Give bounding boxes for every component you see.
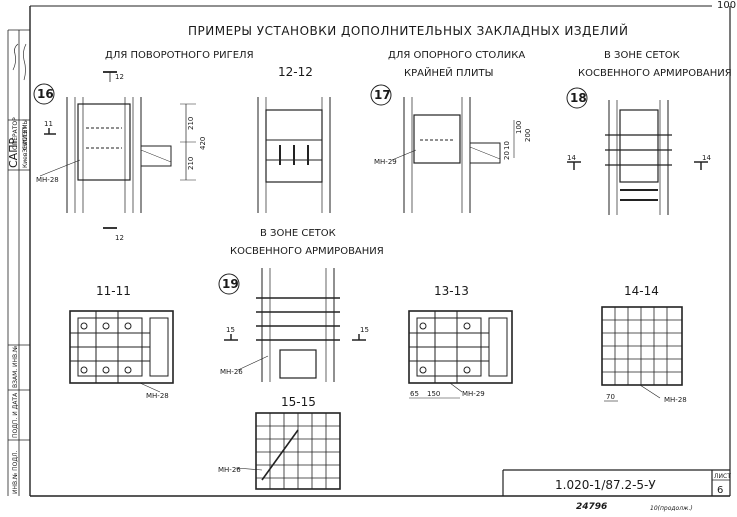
- stamp-operator: ОПЕРАТОР: [12, 117, 19, 150]
- svg-text:МН-28: МН-28: [146, 392, 169, 400]
- s1515-label: 15-15: [281, 395, 316, 409]
- detail-15-15: МН-26: [218, 412, 341, 490]
- title-block: 1.020-1/87.2-5-У ЛИСТ 6: [502, 469, 731, 496]
- handwritten-note: 10(продолж.): [650, 505, 693, 512]
- doc-code: 1.020-1/87.2-5-У: [555, 478, 656, 492]
- svg-text:12: 12: [115, 234, 124, 242]
- detail-17: 17 100 200 10 20 МН-29: [370, 84, 532, 213]
- sheet-number: 6: [717, 485, 723, 496]
- svg-text:17: 17: [374, 88, 391, 102]
- s19-heading1: В ЗОНЕ СЕТОК: [260, 228, 336, 239]
- svg-text:15: 15: [360, 326, 369, 334]
- svg-text:12: 12: [115, 73, 124, 81]
- svg-text:210: 210: [187, 157, 195, 170]
- svg-text:МН-29: МН-29: [374, 158, 397, 166]
- svg-text:70: 70: [606, 393, 615, 401]
- svg-text:18: 18: [570, 91, 587, 105]
- stamp-replace: ВЗАМ. ИНВ.№: [12, 346, 19, 388]
- s1414-label: 14-14: [624, 284, 659, 298]
- s17-heading2: КРАЙНЕЙ ПЛИТЫ: [404, 66, 493, 79]
- svg-text:19: 19: [222, 277, 239, 291]
- svg-text:150: 150: [427, 390, 440, 398]
- sheet-title: ПРИМЕРЫ УСТАНОВКИ ДОПОЛНИТЕЛЬНЫХ ЗАКЛАДН…: [188, 23, 628, 38]
- svg-text:МН-29: МН-29: [462, 390, 485, 398]
- stamp-inv: ИНВ.№ ПОДЛ.: [12, 450, 19, 494]
- s18-heading2: КОСВЕННОГО АРМИРОВАНИЯ: [578, 68, 732, 79]
- s16-heading: ДЛЯ ПОВОРОТНОГО РИГЕЛЯ: [105, 50, 254, 61]
- detail-18: 18 14 14: [566, 87, 711, 215]
- s1212-label: 12-12: [278, 65, 313, 79]
- detail-14-14: 70 МН-28: [601, 306, 687, 404]
- s19-heading2: КОСВЕННОГО АРМИРОВАНИЯ: [230, 246, 384, 257]
- svg-text:200: 200: [524, 129, 532, 142]
- detail-12-12: [257, 97, 331, 213]
- detail-13-13: 65 150 МН-29: [408, 310, 513, 399]
- stamp-sign: ПОДП. И ДАТА: [12, 392, 19, 438]
- detail-16: 16 12 12 11 210 420 210 МН-28: [33, 71, 207, 242]
- svg-text:11: 11: [44, 120, 53, 128]
- detail-19: 19 15 15 МН-26: [218, 268, 369, 382]
- svg-text:420: 420: [199, 137, 207, 150]
- svg-text:14: 14: [702, 154, 711, 162]
- svg-text:МН-28: МН-28: [664, 396, 687, 404]
- sheet-label: ЛИСТ: [714, 473, 731, 480]
- svg-text:МН-28: МН-28: [36, 176, 59, 184]
- s18-heading1: В ЗОНЕ СЕТОК: [604, 50, 680, 61]
- svg-text:10: 10: [503, 141, 511, 150]
- svg-text:65: 65: [410, 390, 419, 398]
- svg-text:МН-26: МН-26: [220, 368, 243, 376]
- handwritten-number: 24796: [576, 502, 607, 512]
- s1111-label: 11-11: [96, 284, 131, 298]
- stamp-org-sub: КиевЗНИИЭП: [22, 127, 29, 168]
- svg-text:100: 100: [515, 121, 523, 134]
- detail-11-11: МН-28: [69, 310, 174, 400]
- s1313-label: 13-13: [434, 284, 469, 298]
- stamp-org: САПР: [7, 138, 20, 168]
- svg-text:МН-26: МН-26: [218, 466, 241, 474]
- svg-text:210: 210: [187, 117, 195, 130]
- s17-heading1: ДЛЯ ОПОРНОГО СТОЛИКА: [388, 50, 525, 61]
- svg-text:16: 16: [37, 87, 54, 101]
- stamp-signature: [12, 43, 27, 81]
- svg-text:15: 15: [226, 326, 235, 334]
- svg-text:14: 14: [567, 154, 576, 162]
- svg-text:20: 20: [503, 151, 511, 160]
- corner-number: 100: [717, 0, 736, 11]
- stamp-system: СИСТЕМЫ: [22, 119, 29, 150]
